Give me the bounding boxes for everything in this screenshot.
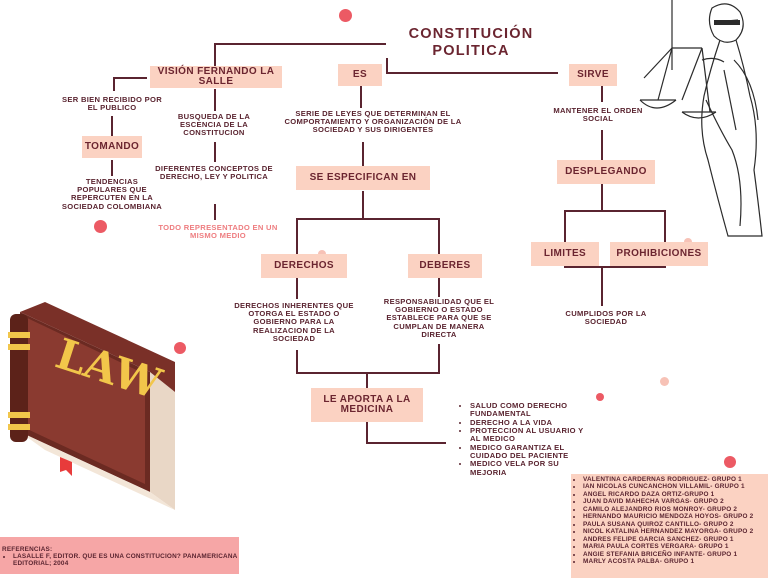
connector [214,89,216,111]
connector [296,277,298,299]
text-todo-representado: TODO REPRESENTADO EN UN MISMO MEDIO [158,223,278,241]
list-item: HERNANDO MAURICIO MENDOZA HOYOS- GRUPO 2 [583,513,768,520]
connector [564,210,566,242]
text-tendencias: TENDENCIAS POPULARES QUE REPERCUTEN EN L… [61,177,163,211]
node-tomando: TOMANDO [82,136,142,158]
decor-dot [94,220,107,233]
connector [601,86,603,102]
node-es: ES [338,64,382,86]
text-busqueda: BUSQUEDA DE LA ESCENCIA DE LA CONSTITUCI… [177,112,251,138]
text-mantener-orden: MANTENER EL ORDEN SOCIAL [553,106,643,124]
list-item: JUAN DAVID MAHECHA VARGAS- GRUPO 2 [583,498,768,505]
title-line-1: CONSTITUCIÓN [408,26,534,42]
node-vision-lasalle: VISIÓN FERNANDO LA SALLE [150,66,282,88]
connector [360,86,362,108]
list-item: DERECHO A LA VIDA [470,418,592,427]
connector [296,218,298,254]
connector [601,130,603,160]
text-deberes-desc: RESPONSABILIDAD QUE EL GOBIERNO O ESTADO… [383,297,495,339]
list-item: MEDICO VELA POR SU MEJORIA [470,460,592,477]
connector [366,372,368,388]
connector [362,191,364,219]
connector [362,142,364,166]
decor-dot [596,393,604,401]
decor-dot [724,456,736,468]
connector [214,43,386,45]
connector [214,142,216,162]
text-derechos-desc: DERECHOS INHERENTES QUE OTORGA EL ESTADO… [234,301,354,343]
decor-dot [339,9,352,22]
list-item: PAULA SUSANA QUIROZ CANTILLO- GRUPO 2 [583,521,768,528]
node-limites: LIMITES [531,242,599,266]
members-panel: VALENTINA CARDERNAS RODRIGUEZ- GRUPO 1 I… [571,474,768,578]
connector [601,184,603,210]
text-serie-de-leyes: SERIE DE LEYES QUE DETERMINAN EL COMPORT… [284,109,462,135]
node-deberes: DEBERES [408,254,482,278]
connector [386,72,558,74]
connector [664,210,666,242]
list-item: MARLY ACOSTA PALBA- GRUPO 1 [583,558,768,565]
list-item: VALENTINA CARDERNAS RODRIGUEZ- GRUPO 1 [583,476,768,483]
lady-justice-illustration [639,0,763,237]
list-item: MEDICO GARANTIZA EL CUIDADO DEL PACIENTE [470,443,592,461]
connector [296,350,298,374]
list-item: CAMILO ALEJANDRO RIOS MONROY- GRUPO 2 [583,506,768,513]
decor-dot [174,342,186,354]
text-diferentes-conceptos: DIFERENTES CONCEPTOS DE DERECHO, LEY Y P… [155,164,273,182]
connector [386,58,388,74]
connector [438,218,440,254]
connector [214,43,216,67]
references-heading: REFERENCIAS: [2,546,53,553]
connector [111,160,113,176]
list-item: ANGIE STEFANIA BRICEÑO INFANTE- GRUPO 1 [583,551,768,558]
connector [296,218,440,220]
connector [296,372,440,374]
connector [564,266,666,268]
node-sirve: SIRVE [569,64,617,86]
law-book-illustration: LAW [8,302,175,510]
list-item: ANDRES FELIPE GARCIA SANCHEZ- GRUPO 1 [583,536,768,543]
members-list: VALENTINA CARDERNAS RODRIGUEZ- GRUPO 1 I… [571,476,768,566]
text-cumplidos: CUMPLIDOS POR LA SOCIEDAD [565,309,647,327]
connector [113,77,115,91]
diagram-title: CONSTITUCIÓN POLITICA [396,26,546,59]
node-prohibiciones: PROHIBICIONES [610,242,708,266]
list-item: MARIA PAULA CORTES VERGARA- GRUPO 1 [583,543,768,550]
list-item: SALUD COMO DERECHO FUNDAMENTAL [470,401,592,419]
list-item: IAN NICOLAS CUNCANCHON VILLAMIL- GRUPO 1 [583,483,768,490]
node-derechos: DERECHOS [261,254,347,278]
list-item: NICOL KATALINA HERNANDEZ MAYORGA- GRUPO … [583,528,768,535]
connector [366,422,368,444]
title-line-2: POLITICA [432,42,510,59]
references-panel: REFERENCIAS: LASALLE F, EDITOR. QUE ES U… [0,537,239,574]
list-item: PROTECCION AL USUARIO Y AL MEDICO [470,426,592,444]
connector [111,116,113,136]
connector [601,268,603,306]
connector [214,204,216,220]
connector [564,210,666,212]
decor-dot [660,377,669,386]
list-item: ANGEL RICARDO DAZA ORTIZ-GRUPO 1 [583,491,768,498]
list-item: LASALLE F, EDITOR. QUE ES UNA CONSTITUCI… [13,553,239,567]
connector [438,277,440,297]
node-se-especifican: SE ESPECIFICAN EN [296,166,430,190]
connector [366,442,446,444]
node-aporta-medicina: LE APORTA A LA MEDICINA [311,388,423,422]
medicina-bullet-list: SALUD COMO DERECHO FUNDAMENTAL DERECHO A… [460,401,592,477]
text-ser-bien-recibido: SER BIEN RECIBIDO POR EL PUBLICO [62,95,162,113]
connector [438,344,440,374]
node-desplegando: DESPLEGANDO [557,160,655,184]
references-list: LASALLE F, EDITOR. QUE ES UNA CONSTITUCI… [0,553,239,567]
connector [113,77,147,79]
